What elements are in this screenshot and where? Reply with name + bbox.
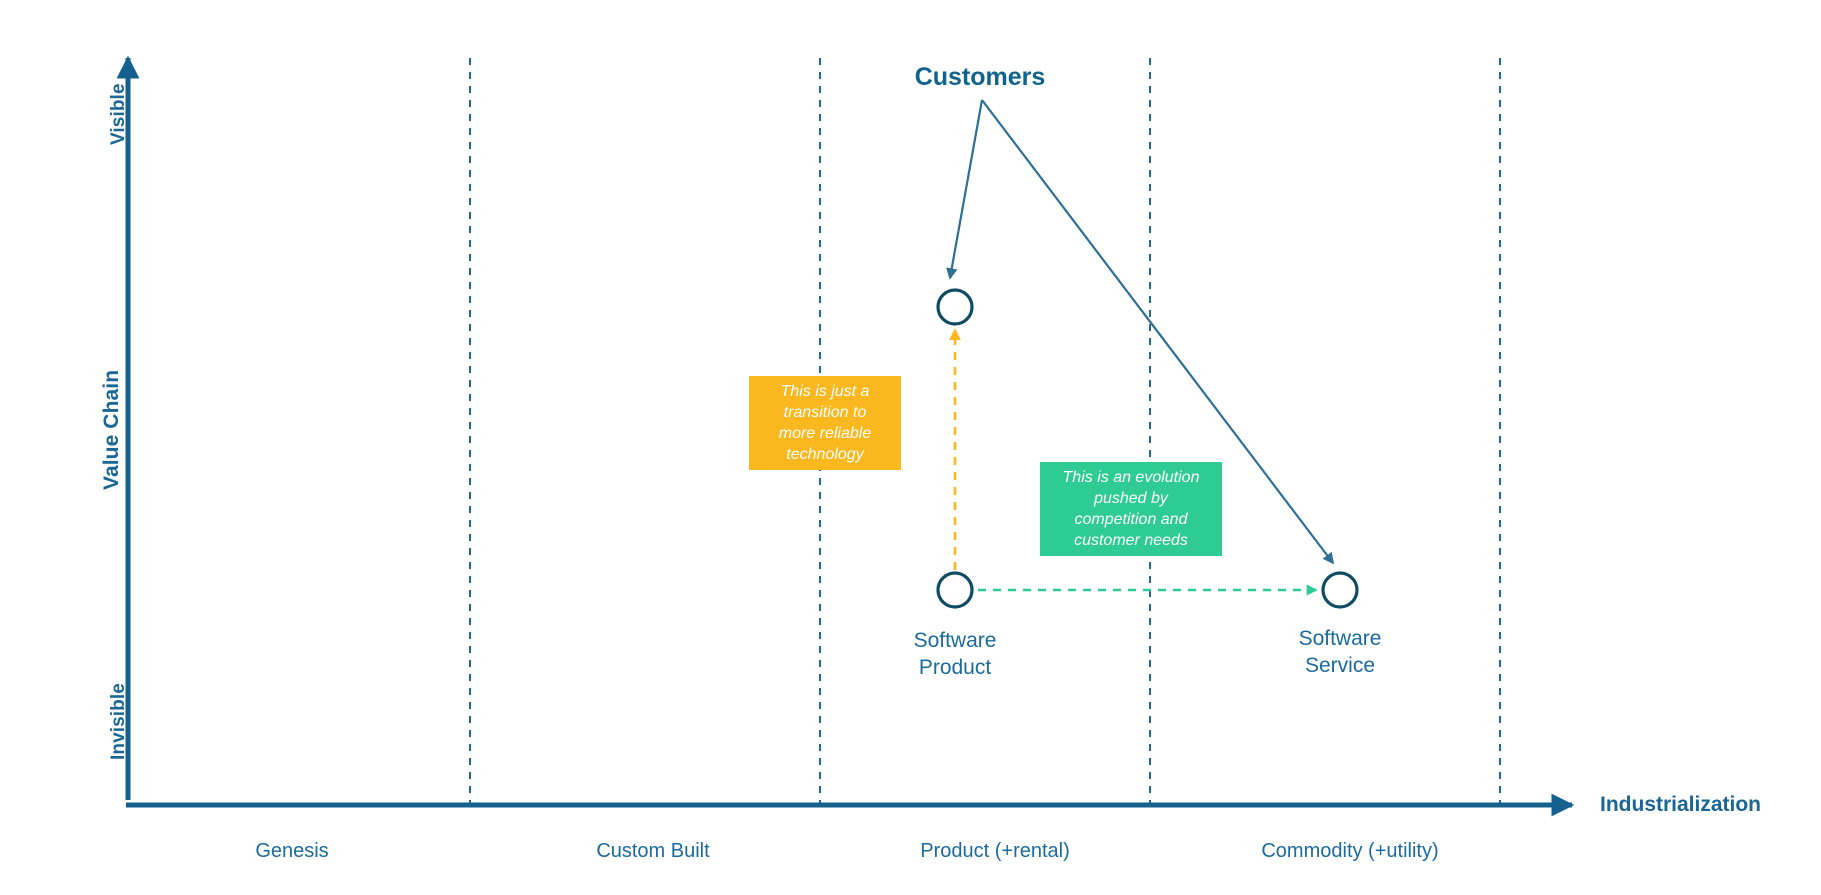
stage-caption-product-rental: Product (+rental) xyxy=(920,840,1070,862)
stage-caption-commodity-utility: Commodity (+utility) xyxy=(1261,840,1439,862)
stage-caption-genesis: Genesis xyxy=(255,840,329,862)
y-axis-top-label: Visible xyxy=(108,83,129,145)
link-customers-to-need xyxy=(946,99,984,280)
x-axis-label: Industrialization xyxy=(1600,793,1762,816)
y-axis-bottom-label: Invisible xyxy=(108,683,129,760)
stage-caption-custom-built: Custom Built xyxy=(596,840,710,862)
node-software-service[interactable] xyxy=(1321,571,1359,609)
y-axis-label: Value Chain xyxy=(100,369,123,490)
link-customers-to-software-service xyxy=(981,99,1335,565)
node-caption-software-product: Software Product xyxy=(913,629,997,679)
anchor-label-customers[interactable]: Customers xyxy=(914,63,1046,91)
node-unnamed-need[interactable] xyxy=(936,288,974,326)
evolution-gridlines xyxy=(469,58,1501,805)
node-software-product[interactable] xyxy=(936,571,974,609)
annotation-note-evolution[interactable]: This is an evolution pushed by competiti… xyxy=(1040,462,1222,556)
node-caption-software-service: Software Service xyxy=(1298,627,1382,677)
annotation-note-transition[interactable]: This is just a transition to more reliab… xyxy=(749,376,901,470)
